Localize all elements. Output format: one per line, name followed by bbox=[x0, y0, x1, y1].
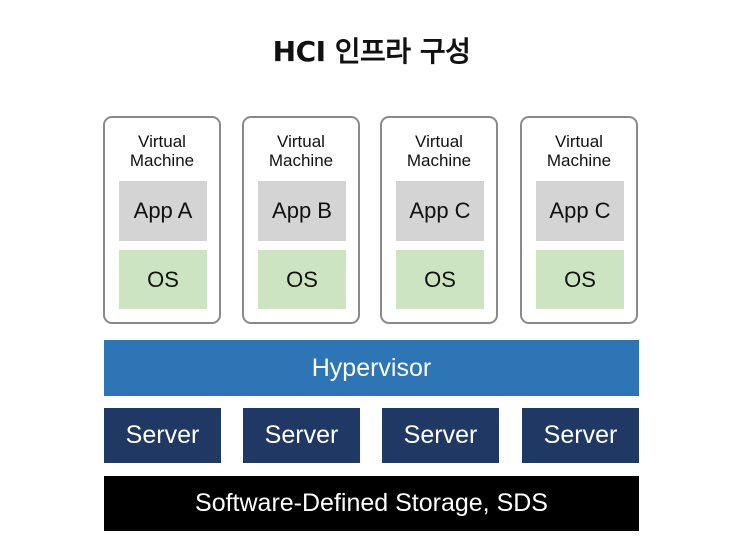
hypervisor-layer: Hypervisor bbox=[104, 340, 639, 396]
virtual-machine-2: Virtual Machine App B OS bbox=[242, 116, 360, 324]
software-defined-storage-layer: Software-Defined Storage, SDS bbox=[104, 476, 639, 531]
server-box-2: Server bbox=[243, 408, 360, 463]
virtual-machine-label: Virtual Machine bbox=[129, 132, 195, 170]
os-box: OS bbox=[536, 250, 624, 309]
diagram-title: HCI 인프라 구성 bbox=[272, 35, 471, 68]
app-box: App C bbox=[536, 181, 624, 241]
server-box-1: Server bbox=[104, 408, 221, 463]
server-box-4: Server bbox=[522, 408, 639, 463]
os-box: OS bbox=[258, 250, 346, 309]
virtual-machine-3: Virtual Machine App C OS bbox=[380, 116, 498, 324]
virtual-machine-4: Virtual Machine App C OS bbox=[520, 116, 638, 324]
server-box-3: Server bbox=[382, 408, 499, 463]
app-box: App C bbox=[396, 181, 484, 241]
os-box: OS bbox=[396, 250, 484, 309]
app-box: App A bbox=[119, 181, 207, 241]
virtual-machine-label: Virtual Machine bbox=[546, 132, 612, 170]
app-box: App B bbox=[258, 181, 346, 241]
os-box: OS bbox=[119, 250, 207, 309]
virtual-machine-label: Virtual Machine bbox=[268, 132, 334, 170]
virtual-machine-1: Virtual Machine App A OS bbox=[103, 116, 221, 324]
virtual-machine-label: Virtual Machine bbox=[406, 132, 472, 170]
